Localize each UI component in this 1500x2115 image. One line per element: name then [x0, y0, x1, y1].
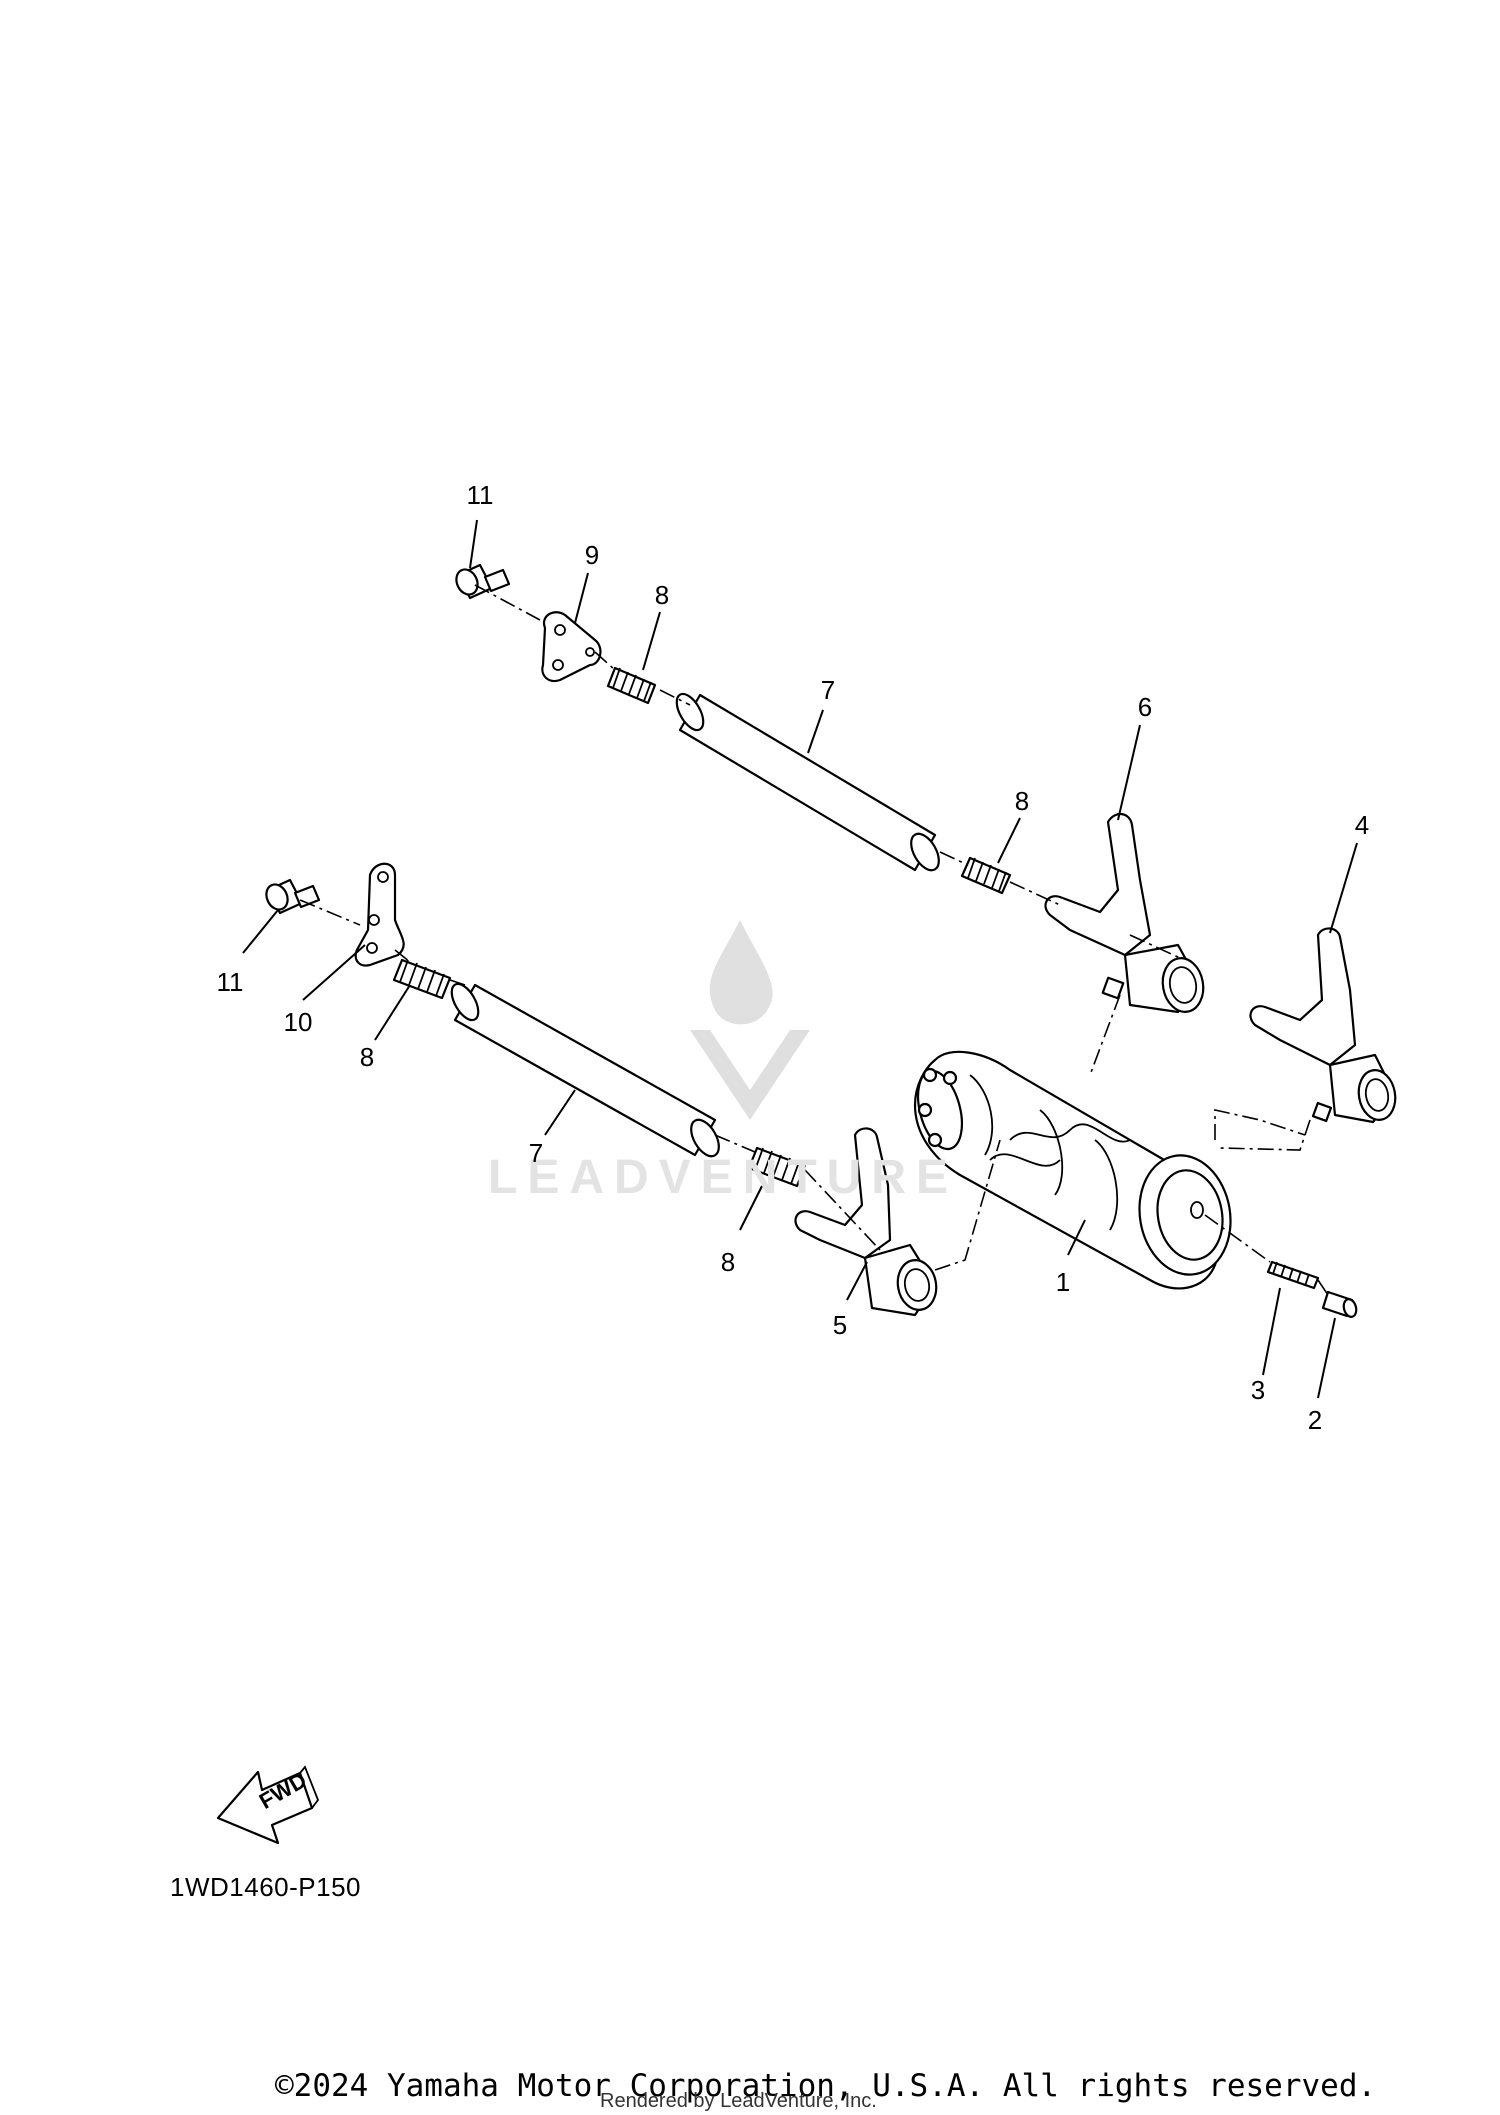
rendered-by-notice: Rendered by LeadVenture, Inc.	[600, 2090, 877, 2112]
callout-9[interactable]: 9	[584, 540, 600, 570]
callout-7-top[interactable]: 7	[820, 675, 836, 705]
callout-11-left[interactable]: 11	[216, 967, 244, 997]
callout-5[interactable]: 5	[832, 1310, 848, 1340]
callout-4[interactable]: 4	[1354, 810, 1370, 840]
leader-lines	[242, 519, 1358, 1399]
shift-rod-7-top[interactable]	[671, 690, 944, 875]
spring-8-top[interactable]	[606, 666, 657, 705]
diagram-code: 1WD1460-P150	[170, 1872, 361, 1902]
spring-8-bottom[interactable]	[747, 1146, 807, 1188]
stopper-plate-9[interactable]	[541, 611, 602, 683]
callout-8-top[interactable]: 8	[654, 580, 670, 610]
callout-1[interactable]: 1	[1055, 1267, 1071, 1297]
shift-fork-6[interactable]	[1044, 813, 1207, 1015]
callout-6[interactable]: 6	[1137, 692, 1153, 722]
callout-8-mid[interactable]: 8	[1014, 786, 1030, 816]
callout-8-bottom[interactable]: 8	[720, 1247, 736, 1277]
shift-rod-7-bottom[interactable]	[446, 980, 724, 1161]
alignment-lines	[299, 584, 1329, 1296]
callout-8-left[interactable]: 8	[359, 1042, 375, 1072]
callout-11-top[interactable]: 11	[466, 480, 494, 510]
spring-3[interactable]	[1266, 1260, 1320, 1290]
pin-2[interactable]	[1321, 1290, 1358, 1318]
shift-drum-1[interactable]	[910, 1050, 1239, 1290]
screw-11-top[interactable]	[452, 563, 511, 600]
leadventure-watermark-logo	[690, 920, 810, 1120]
fwd-arrow-icon	[216, 1765, 320, 1845]
copyright-notice: ©2024 Yamaha Motor Corporation, U.S.A. A…	[275, 2068, 1377, 2104]
spring-8-mid[interactable]	[960, 856, 1012, 895]
callout-10[interactable]: 10	[283, 1007, 313, 1037]
stopper-plate-10[interactable]	[354, 862, 405, 967]
callout-2[interactable]: 2	[1307, 1405, 1323, 1435]
leadventure-watermark-text: LEADVENTURE	[488, 1151, 959, 1204]
shift-fork-5[interactable]	[794, 1127, 940, 1317]
shift-fork-4[interactable]	[1249, 927, 1399, 1124]
callout-7-bottom[interactable]: 7	[528, 1138, 544, 1168]
spring-8-left[interactable]	[392, 958, 452, 1000]
screw-11-left[interactable]	[262, 878, 321, 915]
callout-3[interactable]: 3	[1250, 1375, 1266, 1405]
